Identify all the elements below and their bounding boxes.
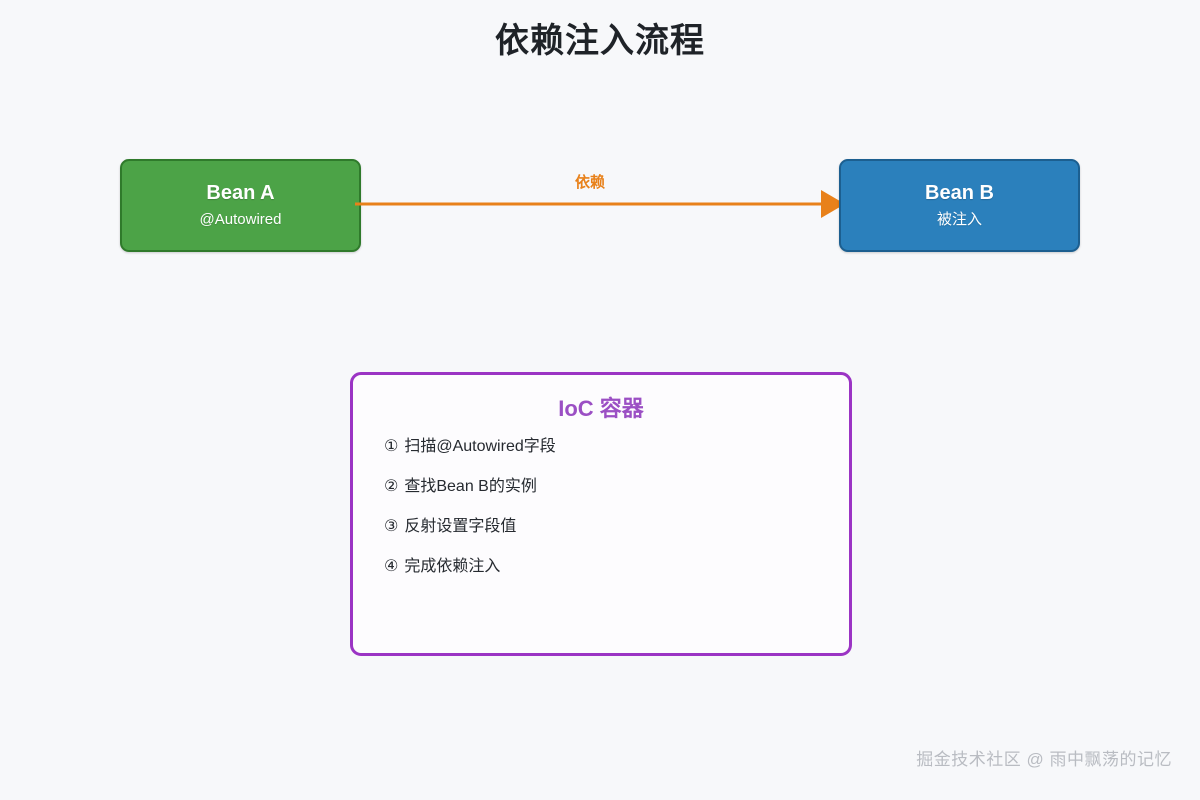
node-bean-b-subtitle: 被注入: [936, 210, 982, 228]
node-bean-a-title: Bean A: [206, 181, 275, 204]
list-item: ① 扫描@Autowired字段: [384, 435, 814, 459]
node-bean-b-title: Bean B: [925, 181, 994, 204]
node-bean-b[interactable]: Bean B 被注入: [839, 159, 1080, 252]
dependency-arrow: [355, 190, 845, 218]
step-text: 扫描@Autowired字段: [404, 438, 556, 455]
watermark: 掘金技术社区 @ 雨中飘荡的记忆: [916, 750, 1172, 769]
node-bean-a[interactable]: Bean A @Autowired: [120, 159, 361, 252]
step-text: 反射设置字段值: [404, 518, 517, 535]
step-number: ④: [384, 558, 399, 575]
node-bean-a-subtitle: @Autowired: [199, 210, 282, 228]
step-number: ②: [384, 478, 399, 495]
ioc-container-title: IoC 容器: [558, 396, 644, 421]
step-text: 完成依赖注入: [404, 558, 501, 575]
list-item: ③ 反射设置字段值: [384, 515, 814, 539]
list-item: ④ 完成依赖注入: [384, 555, 814, 579]
step-number: ③: [384, 518, 399, 535]
dependency-arrow-label: 依赖: [574, 174, 605, 191]
page-title: 依赖注入流程: [495, 22, 705, 60]
list-item: ② 查找Bean B的实例: [384, 475, 814, 499]
dependency-arrow-head-icon: [821, 190, 845, 218]
step-text: 查找Bean B的实例: [404, 478, 537, 495]
step-number: ①: [384, 438, 399, 455]
ioc-container-panel: IoC 容器 ① 扫描@Autowired字段 ② 查找Bean B的实例 ③ 反射设…: [350, 372, 852, 656]
